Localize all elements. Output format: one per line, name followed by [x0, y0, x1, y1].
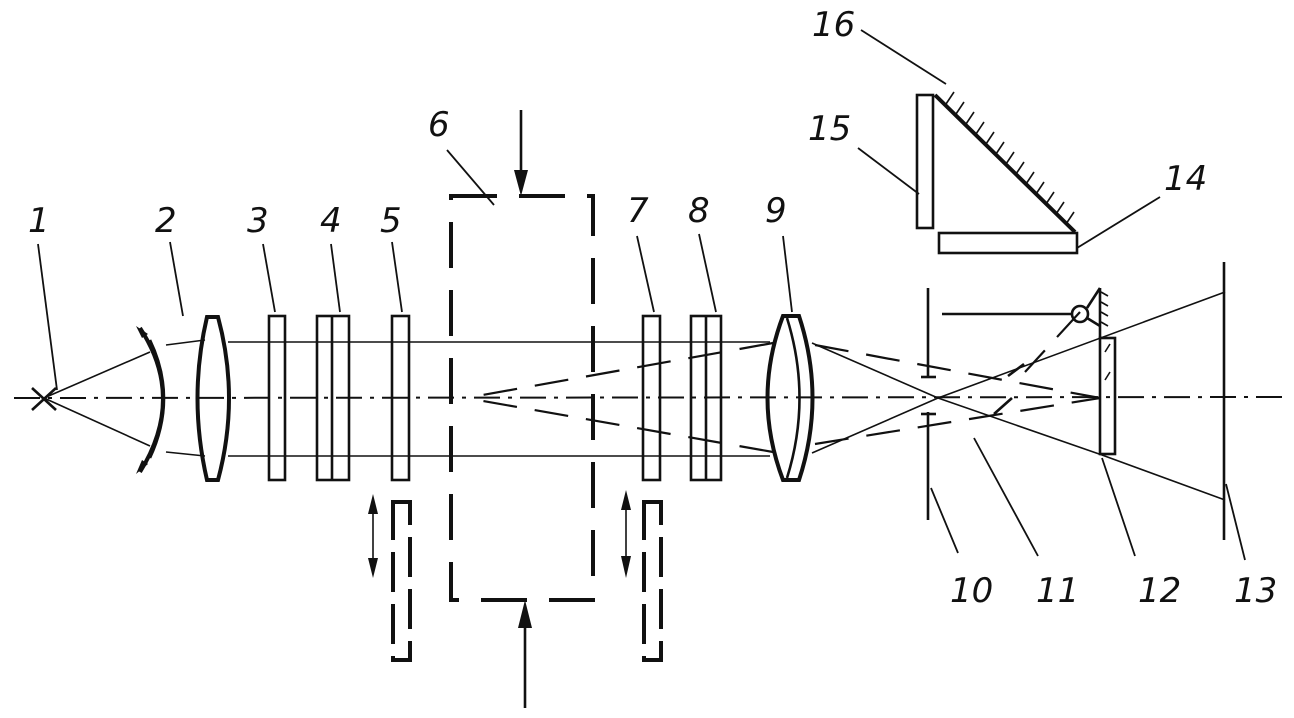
focal-marks [993, 362, 1025, 415]
label-2: 2 [155, 201, 177, 241]
objective-lens [765, 314, 815, 482]
move-arrow-icon [621, 490, 631, 578]
mirror-hatching [945, 91, 1075, 225]
optical-axis [13, 396, 1286, 399]
label-6: 6 [428, 105, 450, 145]
plate-7 [641, 314, 662, 482]
prism-assembly [915, 91, 1079, 255]
diaphragm-10 [921, 288, 936, 520]
label-9: 9 [765, 191, 787, 231]
leader-lines [37, 29, 1246, 561]
plate-4 [315, 314, 351, 482]
condenser-lens [195, 315, 231, 482]
label-8: 8 [688, 191, 710, 231]
plate-5-alt-position [391, 500, 412, 662]
plate-8 [689, 314, 723, 482]
component-labels: 1 2 3 4 5 6 7 8 9 10 11 12 13 14 15 16 [28, 5, 1277, 611]
meniscus-lens [136, 326, 166, 474]
move-arrow-icon [368, 494, 378, 578]
label-16: 16 [812, 5, 855, 45]
label-11: 11 [1036, 571, 1079, 611]
label-13: 13 [1234, 571, 1277, 611]
output-rays [811, 291, 1226, 501]
hatching [1100, 291, 1109, 327]
plate-3 [267, 314, 287, 482]
label-15: 15 [808, 109, 851, 149]
light-source-icon [31, 387, 57, 411]
mirror-12 [942, 287, 1117, 456]
source-rays [43, 339, 206, 457]
plate-7-alt-position [642, 500, 663, 662]
arrow-down-icon [514, 110, 528, 196]
label-5: 5 [380, 201, 402, 241]
label-14: 14 [1164, 159, 1207, 199]
plate-5 [390, 314, 411, 482]
chamber-6 [449, 194, 595, 602]
label-10: 10 [950, 571, 993, 611]
arrow-up-icon [518, 600, 532, 708]
label-12: 12 [1138, 571, 1181, 611]
label-1: 1 [28, 201, 50, 241]
parallel-beam [228, 341, 770, 457]
label-4: 4 [320, 201, 342, 241]
label-7: 7 [627, 191, 649, 231]
label-3: 3 [247, 201, 269, 241]
